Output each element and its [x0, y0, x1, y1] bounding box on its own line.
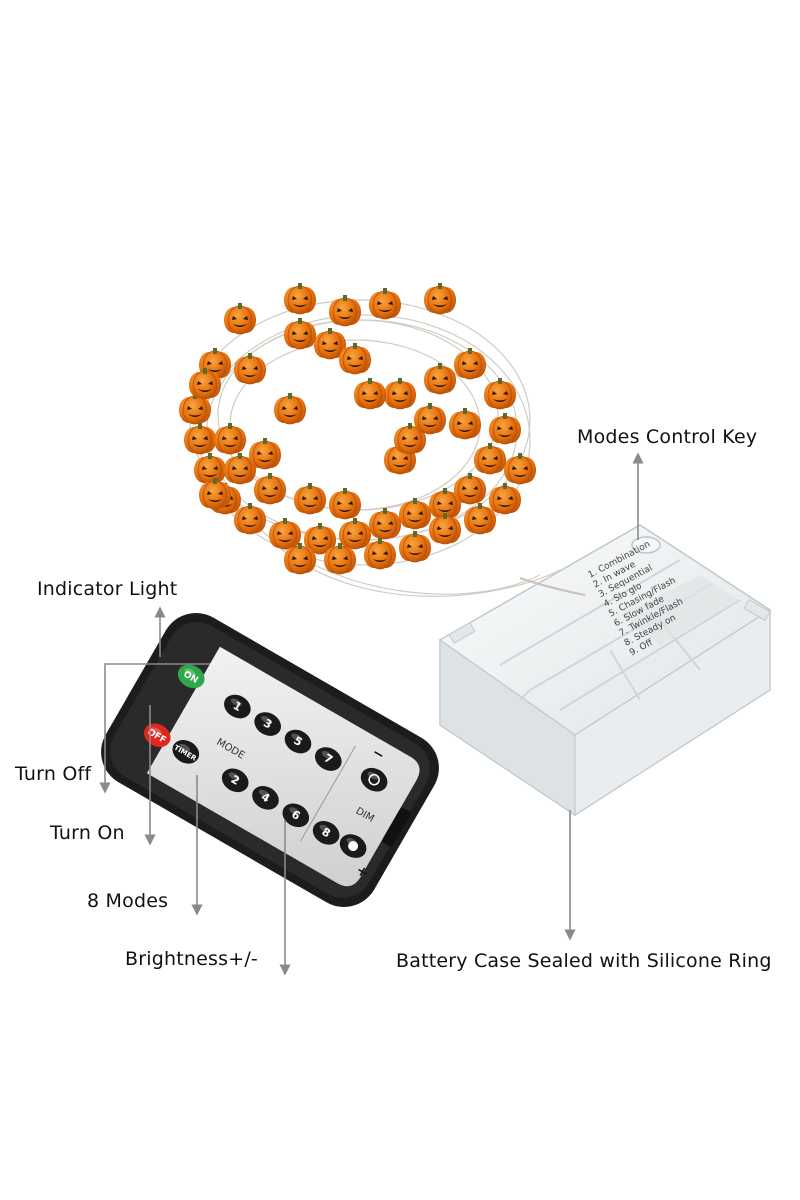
pumpkin-light: [449, 408, 481, 440]
pumpkin-light: [364, 538, 396, 570]
mode-key-3: 3: [254, 712, 281, 736]
pumpkin-light: [199, 478, 231, 510]
pumpkin-light: [284, 318, 316, 350]
mode-key-5: 5: [284, 729, 312, 754]
indicator-light-label: Indicator Light: [37, 578, 178, 600]
pumpkin-light: [234, 353, 266, 385]
mode-key-2: 2: [221, 768, 249, 793]
mode-key-6: 6: [282, 803, 310, 828]
mode-key-1: 1: [224, 694, 251, 719]
pumpkin-light: [329, 488, 361, 520]
pumpkin-light: [394, 423, 426, 455]
timer-key: TIMER: [172, 739, 200, 764]
pumpkin-light: [339, 343, 371, 375]
pumpkin-light: [369, 508, 401, 540]
pumpkin-light: [474, 443, 506, 475]
pumpkin-light: [504, 453, 536, 485]
battery-case: [438, 524, 772, 817]
battery-case-label: Battery Case Sealed with Silicone Ring: [396, 950, 772, 972]
pumpkin-light: [429, 513, 461, 545]
mode-key-4: 4: [252, 785, 279, 810]
pumpkin-light: [294, 483, 326, 515]
on-key: ON: [177, 664, 205, 689]
pumpkin-light: [399, 531, 431, 563]
pumpkin-light: [429, 488, 461, 520]
pumpkin-light: [269, 518, 301, 550]
mode-key-8: 8: [312, 820, 340, 845]
pumpkin-light: [224, 303, 256, 335]
brightness-label: Brightness+/-: [125, 948, 258, 970]
turn-off-label: Turn Off: [15, 763, 92, 785]
pumpkin-light: [414, 403, 446, 435]
callout-pointers: [99, 452, 644, 976]
pumpkin-light: [314, 328, 346, 360]
pumpkin-light: [454, 348, 486, 380]
mode-key-7: 7: [314, 747, 342, 771]
pumpkin-light: [354, 378, 386, 410]
pumpkin-light: [369, 288, 401, 320]
pumpkin-light: [224, 453, 256, 485]
pumpkin-light: [194, 453, 226, 485]
pumpkin-light: [254, 473, 286, 505]
pumpkin-light: [339, 518, 371, 550]
pumpkin-light: [274, 393, 306, 425]
brightness-down-key: [360, 767, 388, 792]
pumpkin-light: [179, 393, 211, 425]
pumpkin-light: [329, 295, 361, 327]
pumpkin-light: [184, 423, 216, 455]
pumpkin-light: [284, 283, 316, 315]
pumpkin-light: [399, 498, 431, 530]
pumpkin-light: [284, 543, 316, 575]
pumpkin-light: [424, 283, 456, 315]
pumpkin-light: [489, 483, 521, 515]
pumpkin-light: [454, 473, 486, 505]
modes-control-button: [631, 536, 661, 554]
pumpkin-light: [189, 368, 221, 400]
pumpkin-light: [484, 378, 516, 410]
pumpkin-light: [214, 423, 246, 455]
eight-modes-label: 8 Modes: [87, 890, 169, 912]
pumpkin-light: [304, 523, 336, 555]
pumpkin-light: [424, 363, 456, 395]
pumpkin-light: [249, 438, 281, 470]
pumpkin-light: [464, 503, 496, 535]
turn-on-label: Turn On: [50, 822, 125, 844]
pumpkin-lights: [179, 283, 536, 575]
pumpkin-light: [234, 503, 266, 535]
modes-control-key-label: Modes Control Key: [577, 426, 758, 448]
pumpkin-light: [324, 543, 356, 575]
pumpkin-light: [384, 378, 416, 410]
pumpkin-light: [489, 413, 521, 445]
